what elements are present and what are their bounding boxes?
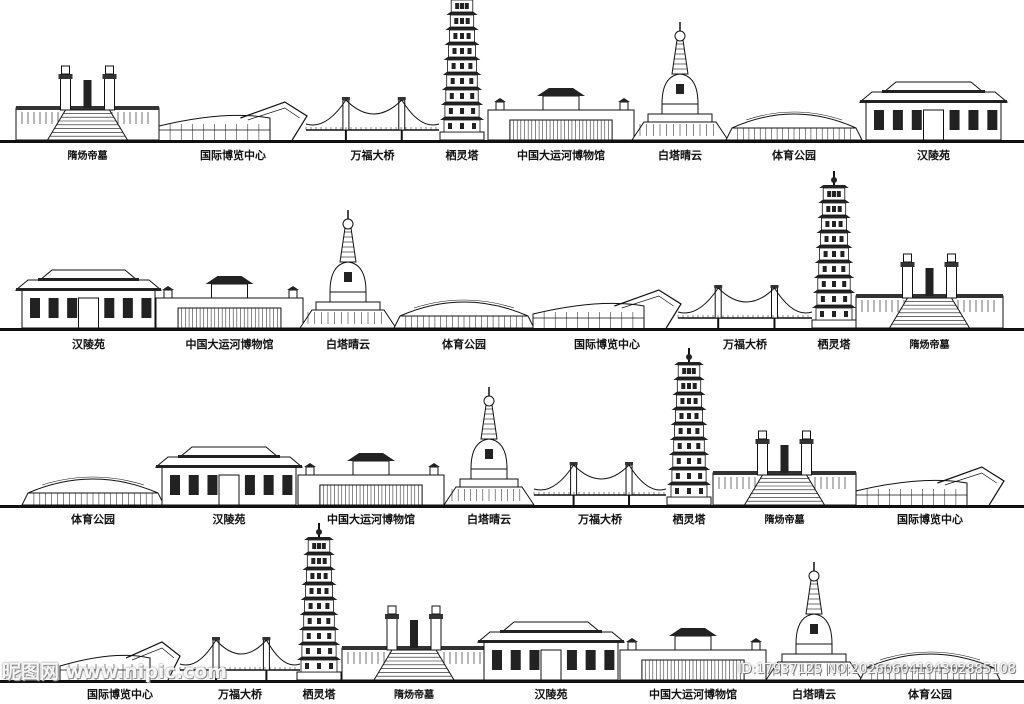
- ground-line: [0, 680, 1024, 683]
- landmark-qiling-pagoda: [811, 171, 857, 329]
- skyline-row: [0, 348, 1024, 508]
- landmark-hanling-garden: [154, 446, 304, 506]
- landmark-canal-museum: [297, 453, 445, 506]
- watermark-left: 昵图网 www.nipic.com: [2, 661, 228, 683]
- landmark-expo-center: [158, 101, 308, 141]
- landmark-white-pagoda: [631, 22, 729, 141]
- landmark-canal-museum: [155, 276, 304, 329]
- landmark-wanfu-bridge: [533, 462, 667, 505]
- landmark-label: 体育公园: [71, 513, 115, 526]
- landmark-label: 中国大运河博物馆: [327, 513, 415, 526]
- landmark-label: 隋炀帝墓: [764, 515, 805, 526]
- landmark-suiyang-tomb: [15, 65, 160, 141]
- landmark-label: 白塔晴云: [658, 149, 702, 162]
- skyline-row: [0, 523, 1024, 683]
- landmark-stadium: [393, 299, 535, 329]
- landmark-label: 万福大桥: [218, 688, 262, 701]
- landmark-qiling-pagoda: [296, 523, 342, 681]
- landmark-wanfu-bridge: [305, 97, 440, 140]
- landmark-stadium: [725, 111, 863, 141]
- landmark-white-pagoda: [443, 387, 535, 506]
- landmark-label: 白塔晴云: [467, 513, 511, 526]
- landmark-label: 白塔晴云: [326, 338, 370, 351]
- landmark-label: 万福大桥: [723, 338, 767, 351]
- landmark-label: 体育公园: [442, 338, 486, 351]
- landmark-label: 隋炀帝墓: [909, 340, 950, 351]
- landmark-label: 栖灵塔: [672, 513, 706, 526]
- landmark-label: 汉陵苑: [212, 513, 246, 526]
- ground-line: [0, 140, 1024, 143]
- landmark-canal-museum: [619, 628, 767, 681]
- landmark-label: 国际博览中心: [87, 688, 153, 701]
- landmark-label: 国际博览中心: [897, 513, 963, 526]
- landmark-expo-center: [59, 641, 181, 681]
- landmark-label: 栖灵塔: [817, 338, 851, 351]
- landmark-label: 汉陵苑: [917, 149, 950, 162]
- landmark-label: 中国大运河博物馆: [517, 149, 605, 162]
- skyline-row: [0, 0, 1024, 143]
- landmark-suiyang-tomb: [855, 253, 1004, 329]
- landmark-qiling-pagoda: [439, 0, 485, 141]
- skyline-row: [0, 171, 1024, 331]
- ground-line: [0, 505, 1024, 508]
- landmark-label: 栖灵塔: [302, 688, 336, 701]
- landmark-stadium: [21, 476, 165, 506]
- ground-line: [0, 328, 1024, 331]
- landmark-label: 汉陵苑: [72, 338, 105, 351]
- landmark-label: 隋炀帝墓: [394, 690, 434, 701]
- landmark-suiyang-tomb: [712, 430, 857, 506]
- landmark-qiling-pagoda: [666, 348, 712, 506]
- landmark-canal-museum: [487, 88, 635, 141]
- landmark-label: 隋炀帝墓: [67, 151, 108, 162]
- landmark-wanfu-bridge: [179, 637, 301, 680]
- landmark-hanling-garden: [14, 269, 163, 329]
- landmark-expo-center: [855, 466, 1005, 506]
- landmark-white-pagoda: [299, 210, 397, 329]
- landmark-label: 万福大桥: [350, 149, 395, 162]
- landmark-hanling-garden: [858, 81, 1009, 141]
- landmark-white-pagoda: [765, 562, 863, 681]
- landmark-stadium: [859, 651, 1001, 681]
- landmark-label: 白塔晴云: [792, 688, 836, 701]
- landmark-hanling-garden: [476, 621, 626, 681]
- landmark-label: 国际博览中心: [200, 149, 266, 162]
- landmark-label: 栖灵塔: [445, 149, 479, 162]
- landmark-expo-center: [532, 289, 682, 329]
- landmark-label: 体育公园: [772, 149, 816, 162]
- landmark-label: 体育公园: [908, 688, 952, 701]
- landmark-label: 汉陵苑: [534, 688, 568, 701]
- landmark-label: 中国大运河博物馆: [185, 338, 274, 351]
- landmark-suiyang-tomb: [341, 605, 487, 681]
- landmark-label: 万福大桥: [578, 513, 622, 526]
- landmark-label: 国际博览中心: [574, 338, 640, 351]
- landmark-wanfu-bridge: [677, 285, 813, 328]
- landmark-label: 中国大运河博物馆: [649, 688, 737, 701]
- watermark-right: ID:17937125 NO:20260604194302885108: [737, 662, 1016, 677]
